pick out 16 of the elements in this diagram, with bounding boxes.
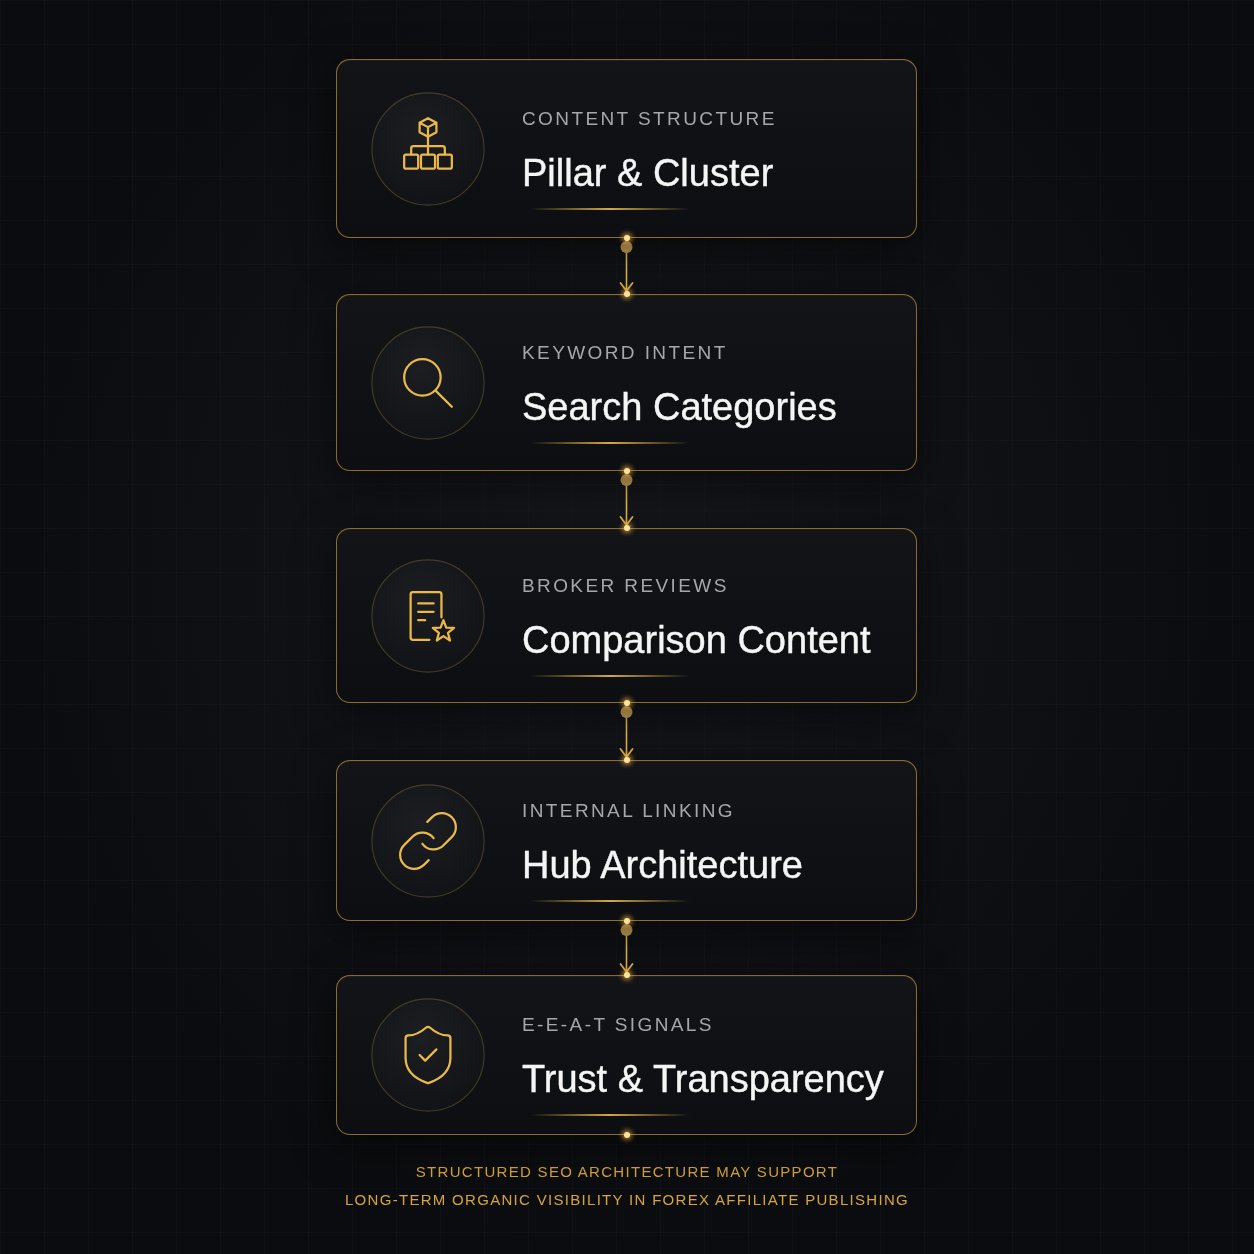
step-card (336, 975, 917, 1135)
caption: STRUCTURED SEO ARCHITECTURE MAY SUPPORT LONG-TERM ORGANIC VISIBILITY IN FOREX AFFILIATE PUBLISHING (343, 1162, 911, 1210)
step-card (336, 760, 917, 921)
step-title: Trust & Transparency (522, 1057, 884, 1102)
step-card (336, 59, 917, 238)
step-title: Hub Architecture (522, 842, 803, 888)
step-category: BROKER REVIEWS (522, 574, 729, 597)
step-title: Comparison Content (522, 617, 871, 663)
step-category: INTERNAL LINKING (522, 799, 735, 822)
step-card (336, 528, 917, 703)
step-title: Pillar & Cluster (522, 150, 774, 196)
step-category: E-E-A-T SIGNALS (522, 1014, 714, 1036)
step-category: CONTENT STRUCTURE (522, 107, 777, 130)
step-category: KEYWORD INTENT (522, 341, 728, 364)
step-card (336, 294, 917, 471)
step-title: Search Categories (522, 384, 837, 430)
